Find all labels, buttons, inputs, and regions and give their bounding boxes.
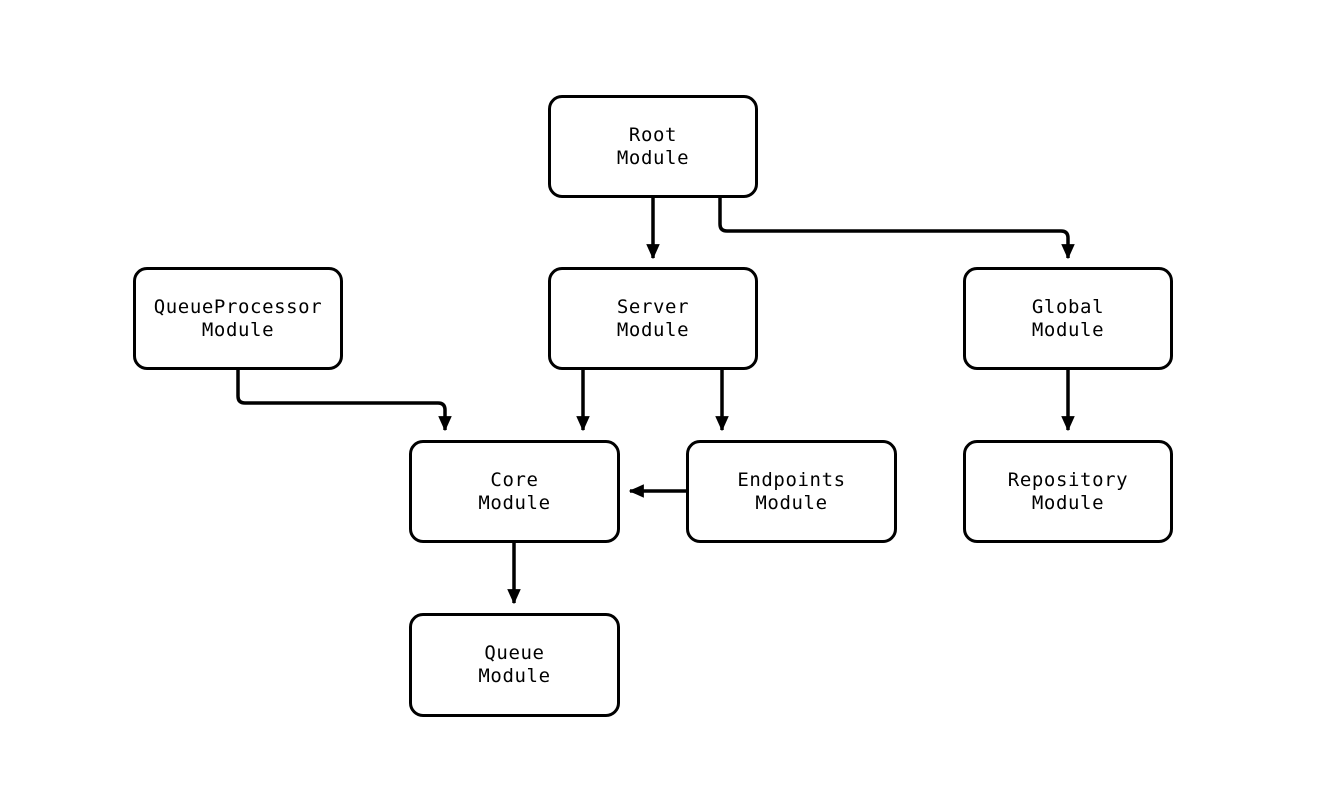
node-repository-subtitle: Module xyxy=(1031,491,1105,514)
node-repository-title: Repository xyxy=(1007,468,1129,491)
node-server-title: Server xyxy=(616,295,690,318)
node-global-title: Global xyxy=(1031,295,1105,318)
node-core-title: Core xyxy=(490,468,539,491)
edge-queueprocessor-to-core xyxy=(236,370,452,432)
node-endpoints-title: Endpoints xyxy=(737,468,846,491)
node-global-subtitle: Module xyxy=(1031,318,1105,341)
node-core-subtitle: Module xyxy=(478,491,551,514)
node-queueprocessor-title: QueueProcessor xyxy=(153,295,323,318)
edge-root-to-global xyxy=(718,198,1075,260)
node-queueprocessor-subtitle: Module xyxy=(201,318,275,341)
node-root-subtitle: Module xyxy=(616,146,690,169)
node-queue-subtitle: Module xyxy=(478,665,551,687)
node-queue-title: Queue xyxy=(484,642,545,664)
node-endpoints-subtitle: Module xyxy=(755,491,828,514)
node-server-subtitle: Module xyxy=(616,318,690,341)
node-root-title: Root xyxy=(628,123,678,146)
